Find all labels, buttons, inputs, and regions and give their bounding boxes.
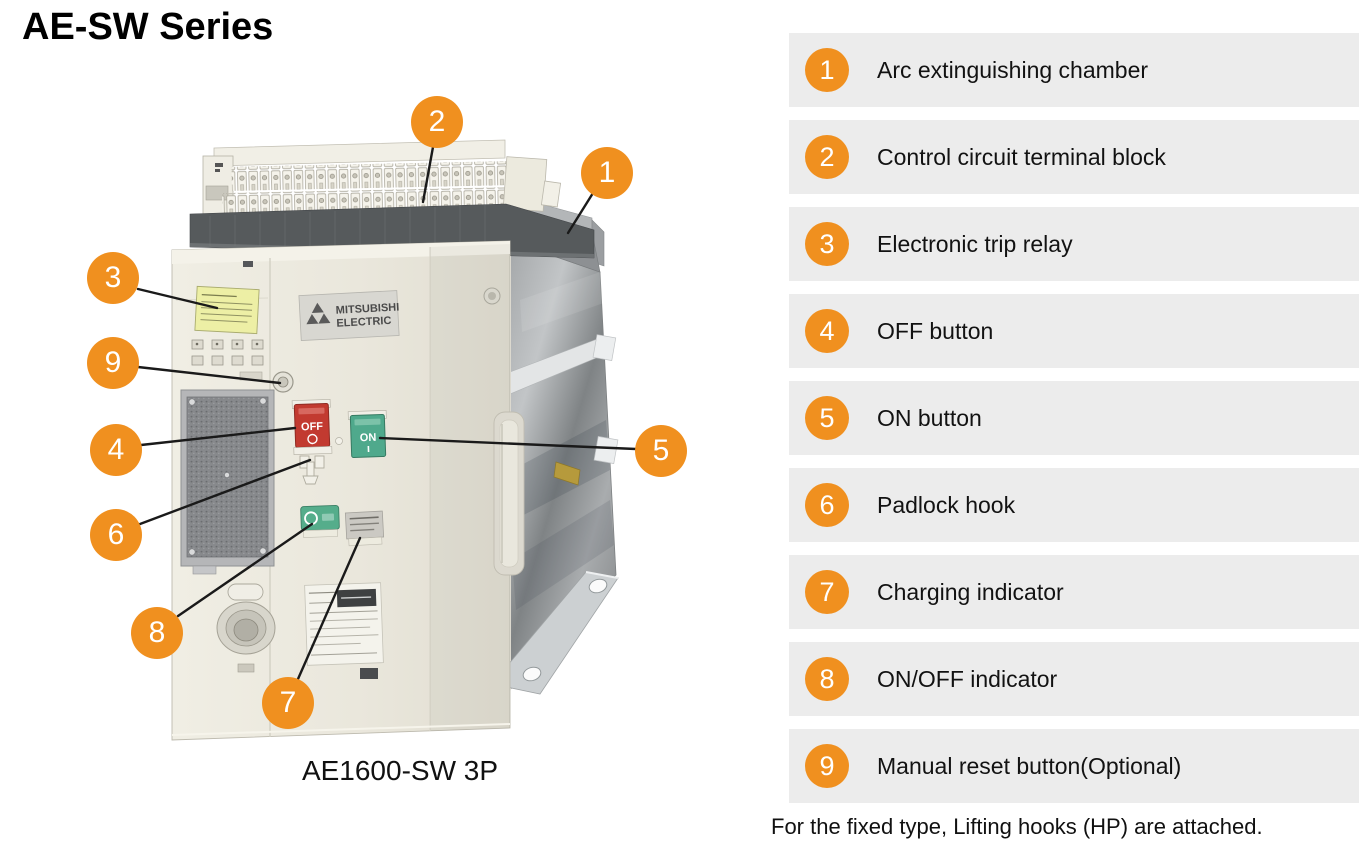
legend-num-1: 1 [805, 48, 849, 92]
relay-grille-panel [180, 389, 275, 575]
legend-num-8: 8 [805, 657, 849, 701]
callout-1: 1 [581, 147, 633, 199]
charging-handle-socket [216, 601, 276, 673]
brass-contact [553, 461, 581, 486]
leader-line-6 [138, 458, 312, 526]
lower-oval-button [227, 583, 264, 601]
leader-line-9 [136, 365, 282, 385]
manual-reset-button [272, 371, 294, 393]
callout-8: 8 [131, 607, 183, 659]
legend-label-2: Control circuit terminal block [877, 143, 1166, 170]
legend-label-4: OFF button [877, 317, 994, 344]
control-circuit-terminal-block [202, 139, 562, 218]
legend-num-2: 2 [805, 135, 849, 179]
leader-lines [136, 145, 638, 681]
callout-3: 3 [87, 252, 139, 304]
electronic-trip-relay [180, 261, 276, 673]
legend-num-7: 7 [805, 570, 849, 614]
leader-line-3 [136, 287, 219, 310]
legend-num-9: 9 [805, 744, 849, 788]
off-button-label: OFF [301, 421, 324, 434]
legend-label-5: ON button [877, 404, 982, 431]
legend-label-1: Arc extinguishing chamber [877, 56, 1149, 83]
on-button-label: ON [360, 432, 377, 445]
onoff-indicator [300, 504, 340, 538]
leader-line-2 [421, 145, 435, 204]
figure-caption: AE1600-SW 3P [301, 755, 499, 786]
callout-9: 9 [87, 337, 139, 389]
legend-item-7: 7 Charging indicator [789, 555, 1359, 629]
leader-line-8 [176, 522, 314, 618]
legend-item-9: 9 Manual reset button(Optional) [789, 729, 1359, 803]
cover-screw [483, 287, 501, 305]
leader-line-1 [566, 191, 595, 235]
side-plate [509, 240, 619, 692]
legend-num-4: 4 [805, 309, 849, 353]
breaker-illustration: . [136, 139, 638, 741]
legend-label-3: Electronic trip relay [877, 230, 1073, 257]
legend-item-6: 6 Padlock hook [789, 468, 1359, 542]
leader-line-5 [378, 436, 638, 451]
legend-item-5: 5 ON button [789, 381, 1359, 455]
cover-slot [493, 411, 525, 576]
front-dot [335, 437, 343, 445]
legend-item-4: 4 OFF button [789, 294, 1359, 368]
leader-line-4 [139, 426, 297, 447]
page-title: AE-SW Series [22, 6, 274, 48]
legend-num-5: 5 [805, 396, 849, 440]
callout-7: 7 [262, 677, 314, 729]
legend-num-6: 6 [805, 483, 849, 527]
brand-text-2: ELECTRIC [336, 315, 392, 330]
trip-relay-buttons [191, 339, 264, 366]
side-tab-upper [592, 334, 617, 361]
callout-4: 4 [90, 424, 142, 476]
legend-item-3: 3 Electronic trip relay [789, 207, 1359, 281]
lower-badge [360, 668, 378, 679]
side-tab-lower [593, 436, 619, 464]
legend-label-9: Manual reset button(Optional) [877, 752, 1182, 779]
mitsubishi-logo-icon [306, 302, 331, 325]
legend-num-3: 3 [805, 222, 849, 266]
legend-item-1: 1 Arc extinguishing chamber [789, 33, 1359, 107]
brand-text-1: MITSUBISHI [335, 301, 399, 316]
legend-label-7: Charging indicator [877, 578, 1064, 605]
legend-label-8: ON/OFF indicator [877, 665, 1058, 692]
footnote: For the fixed type, Lifting hooks (HP) a… [771, 814, 1263, 839]
legend: 1 Arc extinguishing chamber 2 Control ci… [789, 33, 1359, 803]
callout-2: 2 [411, 96, 463, 148]
legend-label-6: Padlock hook [877, 491, 1016, 518]
mounting-bracket [491, 571, 619, 695]
rating-nameplate [304, 582, 384, 666]
legend-item-8: 8 ON/OFF indicator [789, 642, 1359, 716]
trip-relay-display-label [194, 285, 260, 335]
callout-5: 5 [635, 425, 687, 477]
leader-line-7 [296, 536, 362, 681]
brand-label: MITSUBISHI ELECTRIC [298, 290, 400, 342]
off-button: OFF [291, 398, 333, 456]
on-button: ON [347, 409, 387, 459]
charging-indicator [344, 510, 385, 547]
callout-6: 6 [90, 509, 142, 561]
legend-item-2: 2 Control circuit terminal block [789, 120, 1359, 194]
